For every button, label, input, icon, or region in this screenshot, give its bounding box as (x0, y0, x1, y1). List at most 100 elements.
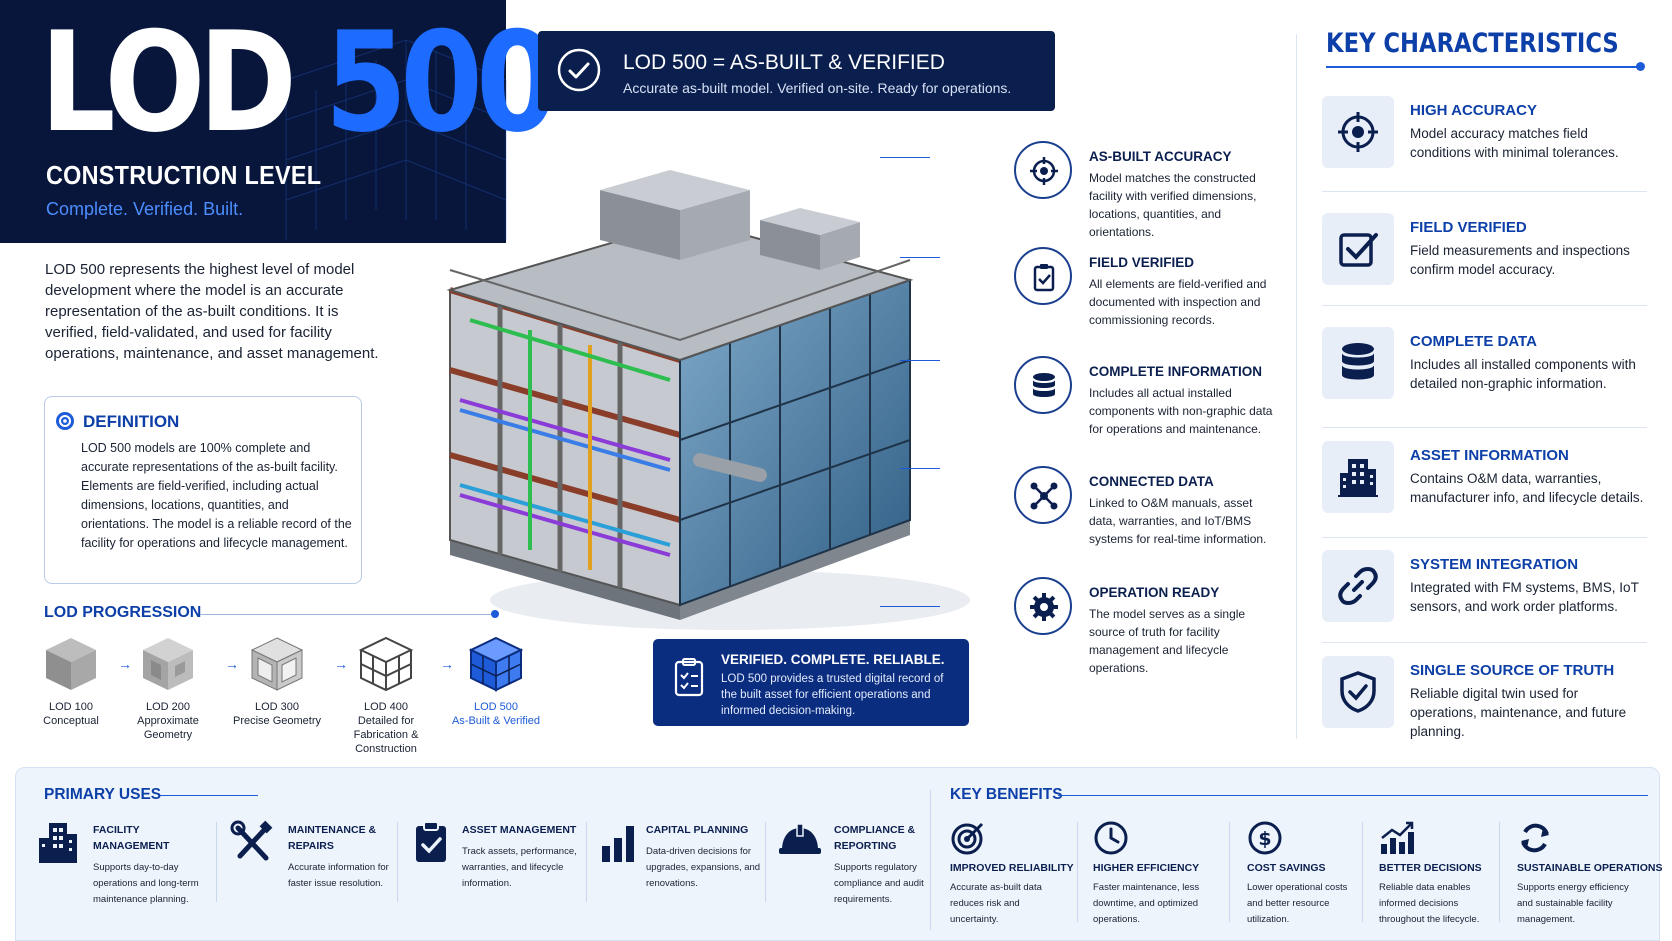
stage-name: LOD 200 (145, 701, 191, 713)
characteristic-body: Field measurements and inspections confi… (1410, 243, 1630, 277)
arrow-right-icon: → (225, 656, 239, 672)
hero-title: LOD 500 (40, 14, 559, 152)
target-icon (951, 822, 984, 855)
asbuilt-banner: LOD 500 = AS-BUILT & VERIFIED Accurate a… (538, 31, 1055, 111)
stage-desc: Detailed for Fabrication & Construction (353, 715, 419, 755)
use-separator (586, 822, 587, 902)
target-badge-icon (56, 412, 74, 430)
use-body: Accurate information for faster issue re… (288, 862, 389, 889)
stage-desc: Precise Geometry (232, 715, 322, 727)
key-characteristics-title: KEY CHARACTERISTICS (1326, 28, 1619, 59)
stage-desc: Conceptual (43, 715, 99, 727)
benefit-title: IMPROVED RELIABILITY (950, 862, 1074, 874)
key-characteristics-underline (1326, 66, 1641, 68)
progression-divider-dot (491, 610, 499, 618)
use-title: FACILITY MANAGEMENT (93, 824, 170, 852)
benefit-separator (1077, 822, 1078, 922)
use-separator (765, 822, 766, 902)
callout-icon-ring (1014, 356, 1072, 414)
svg-text:$: $ (1258, 828, 1271, 850)
trend-chart-icon (1381, 821, 1414, 854)
frame-cube-icon (358, 636, 414, 692)
characteristic-divider (1322, 305, 1647, 306)
benefit-separator (1499, 822, 1500, 922)
benefit-separator (1229, 822, 1230, 922)
definition-card: DEFINITION LOD 500 models are 100% compl… (44, 396, 362, 584)
characteristic-icon-tile (1322, 213, 1394, 285)
characteristic-icon-tile (1322, 550, 1394, 622)
use-title: MAINTENANCE & REPAIRS (288, 824, 377, 852)
callout-icon-ring (1014, 577, 1072, 635)
banner-title: LOD 500 = AS-BUILT & VERIFIED (623, 51, 945, 74)
characteristic-body: Reliable digital twin used for operation… (1410, 686, 1627, 739)
leader-line (900, 468, 940, 469)
definition-body: LOD 500 models are 100% complete and acc… (81, 441, 352, 550)
benefit-body: Supports energy efficiency and sustainab… (1517, 882, 1629, 925)
callout-body: All elements are field-verified and docu… (1089, 277, 1267, 327)
database-icon (1033, 373, 1055, 397)
progression-title: LOD PROGRESSION (44, 604, 202, 621)
database-icon (1342, 343, 1374, 380)
solid-cube-icon (46, 638, 96, 690)
use-title: ASSET MANAGEMENT (462, 824, 577, 836)
use-body: Track assets, performance, warranties, a… (462, 846, 577, 889)
characteristic-divider (1322, 537, 1647, 538)
characteristic-title: SINGLE SOURCE OF TRUTH (1410, 662, 1615, 679)
callout-icon-ring (1014, 247, 1072, 305)
callout-body: Linked to O&M manuals, asset data, warra… (1089, 496, 1267, 546)
characteristic-body: Model accuracy matches field conditions … (1410, 126, 1619, 160)
hero-title-number: 500 (324, 2, 559, 163)
arrow-right-icon: → (440, 656, 454, 672)
primary-uses-title: PRIMARY USES (44, 786, 162, 803)
gear-icon (1030, 593, 1058, 621)
benefit-body: Lower operational costs and better resou… (1247, 882, 1348, 925)
callout-title: OPERATION READY (1089, 585, 1220, 600)
characteristic-icon-tile (1322, 96, 1394, 168)
arrow-right-icon: → (118, 656, 132, 672)
characteristic-title: ASSET INFORMATION (1410, 447, 1569, 464)
key-characteristics-dot (1636, 62, 1645, 71)
clipboard-check-icon (674, 658, 704, 697)
leader-line (880, 606, 940, 607)
column-separator (1296, 34, 1297, 739)
use-separator (216, 822, 217, 902)
callout-body: The model serves as a single source of t… (1089, 607, 1246, 675)
characteristic-icon-tile (1322, 441, 1394, 513)
benefit-title: SUSTAINABLE OPERATIONS (1517, 862, 1663, 874)
stage-desc: Approximate Geometry (137, 715, 199, 741)
characteristic-icon-tile (1322, 327, 1394, 399)
banner-subtitle: Accurate as-built model. Verified on-sit… (623, 80, 1012, 96)
benefit-title: HIGHER EFFICIENCY (1093, 862, 1200, 874)
callout-body: Includes all actual installed components… (1089, 386, 1273, 436)
buildings-icon (39, 823, 77, 863)
leader-line (880, 157, 930, 158)
stage-name: LOD 100 (48, 701, 94, 713)
clipboard-check-icon (416, 821, 446, 862)
leader-line (900, 257, 940, 258)
callout-body: Model matches the constructed facility w… (1089, 171, 1257, 239)
stage-desc: As-Built & Verified (451, 715, 541, 727)
blueprint-grid-graphic (285, 39, 507, 240)
characteristic-divider (1322, 427, 1647, 428)
stage-name: LOD 400 (363, 701, 409, 713)
cycle-icon (1521, 823, 1549, 853)
hero-title-lod: LOD (40, 2, 297, 163)
check-circle-icon (557, 48, 601, 92)
section-separator (930, 790, 931, 930)
use-separator (397, 822, 398, 902)
callout-title: COMPLETE INFORMATION (1089, 364, 1262, 379)
asbuilt-cube-icon (468, 636, 524, 692)
progression-divider (200, 614, 495, 615)
checkbox-icon (1339, 233, 1378, 267)
network-icon (1030, 482, 1058, 510)
key-benefits-underline (1058, 795, 1648, 796)
precise-cube-icon (250, 637, 304, 691)
clipboard-check-icon (1033, 264, 1055, 292)
link-icon (1338, 567, 1378, 605)
arrow-right-icon: → (334, 656, 348, 672)
